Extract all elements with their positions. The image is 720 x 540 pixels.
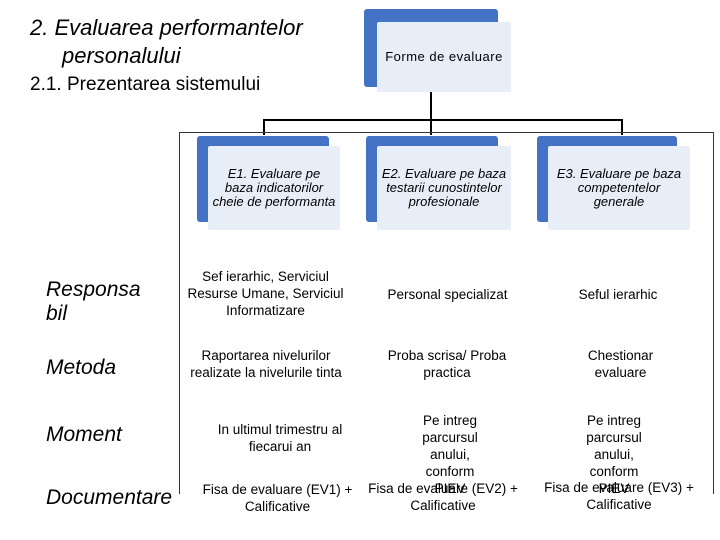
title-line-2: personalului xyxy=(62,43,181,68)
root-label: Forme de evaluare xyxy=(385,49,503,64)
col1-header-box: E1. Evaluare pe baza indicatorilor cheie… xyxy=(208,146,340,230)
col2-header-box: E2. Evaluare pe baza testarii cunostinte… xyxy=(377,146,511,230)
cell-documentare-e2: Fisa de evaluare (EV2) + Calificative xyxy=(368,481,518,513)
root-box: Forme de evaluare xyxy=(377,22,511,92)
frame-left xyxy=(179,132,180,494)
cell-documentare-e1: Fisa de evaluare (EV1) + Calificative xyxy=(202,482,353,514)
cell-metoda-e1: Raportarea nivelurilor realizate la nive… xyxy=(190,348,342,380)
cell-metoda-e2: Proba scrisa/ Proba practica xyxy=(387,348,507,380)
row-label-metoda: Metoda xyxy=(46,356,117,379)
cell-metoda-e3: Chestionar evaluare xyxy=(587,348,654,380)
col1-header-label: E1. Evaluare pe baza indicatorilor cheie… xyxy=(212,166,336,209)
col3-header-box: E3. Evaluare pe baza competentelor gener… xyxy=(548,146,690,230)
cell-responsabil-e3: Seful ierarhic xyxy=(578,287,658,302)
frame-right xyxy=(713,132,714,494)
title-line-1: 2. Evaluarea performantelor xyxy=(30,15,303,40)
col3-header-label: E3. Evaluare pe baza competentelor gener… xyxy=(556,166,682,209)
connector-col3 xyxy=(621,119,623,135)
cell-moment-e1: In ultimul trimestru al fiecarui an xyxy=(217,422,343,454)
page-subtitle: 2.1. Prezentarea sistemului xyxy=(30,74,261,95)
cell-moment-e3: Pe intreg parcursul anului, conform PIEV xyxy=(586,413,642,496)
cell-documentare-e3: Fisa de evaluare (EV3) + Calificative xyxy=(544,480,694,512)
col2-header-label: E2. Evaluare pe baza testarii cunostinte… xyxy=(381,166,507,209)
connector-col2 xyxy=(430,119,432,135)
cell-moment-e2: Pe intreg parcursul anului, conform PIEV xyxy=(422,413,478,496)
row-label-documentare: Documentare xyxy=(46,486,173,509)
cell-responsabil-e1: Sef ierarhic, Serviciul Resurse Umane, S… xyxy=(187,269,344,318)
connector-root-down xyxy=(430,92,432,120)
page-title: 2. Evaluarea performantelor personalului xyxy=(30,14,303,70)
cell-responsabil-e2: Personal specializat xyxy=(387,287,508,302)
row-label-responsabil: Responsa bil xyxy=(46,278,141,325)
frame-top xyxy=(179,132,714,133)
connector-col1 xyxy=(263,119,265,135)
row-label-moment: Moment xyxy=(46,423,122,446)
connector-horizontal xyxy=(263,119,623,121)
